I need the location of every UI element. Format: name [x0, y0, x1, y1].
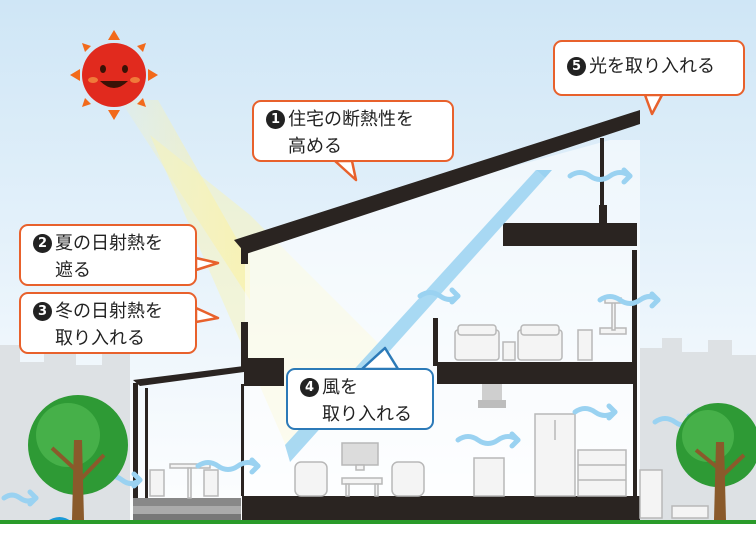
callout-number: 4: [300, 378, 319, 397]
callout-line2: 取り入れる: [55, 328, 145, 349]
callout-number: 2: [33, 234, 52, 253]
callout-line2: 高める: [288, 136, 342, 157]
wind-arrow-icon: [455, 431, 521, 449]
wind-arrow-icon: [195, 457, 261, 475]
callout-pointers: [194, 93, 664, 324]
callout-line1: 冬の日射熱を: [55, 301, 163, 322]
sofa-icon: [294, 461, 425, 497]
callout-number: 1: [266, 110, 285, 129]
sun-icon: [70, 30, 158, 120]
callout-line2: 取り入れる: [322, 404, 412, 425]
bed-icon: [517, 324, 563, 361]
ground: [0, 520, 756, 524]
summer-sun-beam: [120, 100, 250, 300]
second-floor-slab: [437, 362, 637, 384]
wind-arrow-icon: [572, 403, 618, 421]
callout-number: 5: [567, 57, 586, 76]
deck: [133, 498, 241, 506]
callout-number: 3: [33, 302, 52, 321]
wind-arrow-icon: [597, 291, 661, 309]
coffee-table: [341, 477, 383, 485]
callout-line1: 夏の日射熱を: [55, 233, 163, 254]
fridge-icon: [534, 413, 576, 497]
eave: [244, 358, 284, 386]
callout-line1: 光を取り入れる: [589, 56, 715, 77]
callout-line1: 住宅の断熱性を: [288, 109, 414, 130]
tree-icon: [28, 395, 128, 520]
roof: [234, 110, 640, 254]
wind-arrow-icon: [417, 287, 461, 305]
bed-icon: [454, 324, 500, 361]
loft-beam: [503, 223, 637, 246]
callout-line1: 風を: [322, 377, 358, 398]
wind-arrow-icon: [1, 489, 39, 507]
wind-arrow-icon: [567, 167, 633, 185]
tree-icon: [676, 403, 756, 520]
pergola: [133, 366, 244, 386]
callout-line2: 遮る: [55, 260, 91, 281]
furniture: [149, 297, 709, 519]
tv-icon: [341, 442, 379, 471]
foundation: [242, 496, 640, 520]
chair-icon: [577, 297, 627, 361]
